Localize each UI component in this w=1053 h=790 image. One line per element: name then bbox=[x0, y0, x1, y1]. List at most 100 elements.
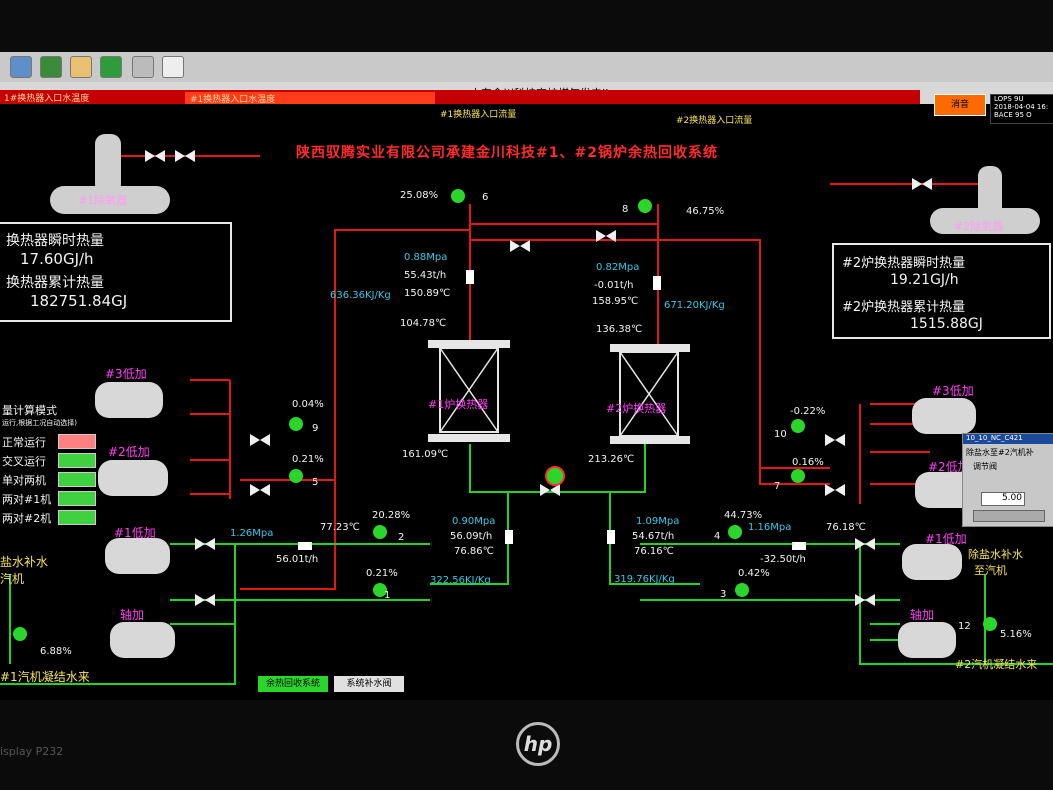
mode-lamp bbox=[58, 472, 96, 487]
settings-icon[interactable] bbox=[70, 56, 92, 78]
hx2-temp-bottom: 213.26℃ bbox=[588, 454, 635, 465]
valve5-id: 5 bbox=[312, 477, 319, 488]
left-condensate-label: #1汽机凝结水来 bbox=[0, 670, 90, 684]
right-in-flow: 54.67t/h bbox=[632, 531, 675, 542]
hx1-name: #1炉换热器 bbox=[428, 398, 489, 411]
valve9-pct: 0.04% bbox=[292, 399, 324, 410]
right-shaft-label: 轴加 bbox=[910, 608, 935, 622]
hx1-flow: 55.43t/h bbox=[404, 270, 447, 281]
valve12-pct: 5.16% bbox=[1000, 629, 1032, 640]
system-icon[interactable] bbox=[10, 56, 32, 78]
alarm-left-text: 1#换热器入口水温度 bbox=[4, 94, 90, 104]
right-temp: 76.18℃ bbox=[826, 522, 866, 533]
alarm-text: #1换热器入口水温度 bbox=[190, 95, 276, 105]
hx2-pressure: 0.82Mpa bbox=[596, 262, 640, 273]
left-heaters bbox=[95, 382, 977, 658]
status-line: 2018-04-04 16: bbox=[994, 103, 1049, 111]
left-heater3-label: #3低加 bbox=[105, 367, 147, 381]
active-alarm[interactable] bbox=[185, 92, 435, 104]
mode-label: 正常运行 bbox=[2, 436, 46, 449]
status-line: LOPS 9U bbox=[994, 95, 1024, 103]
mode-label: 两对#1机 bbox=[2, 493, 52, 506]
left-heat-panel bbox=[0, 222, 232, 322]
right-pressure: 1.16Mpa bbox=[748, 522, 792, 533]
hx1-enthalpy: 636.36KJ/Kg bbox=[330, 290, 391, 301]
right-instant-label: #2炉换热器瞬时热量 bbox=[842, 256, 966, 271]
nav-makeup-valve[interactable]: 系统补水阀 bbox=[334, 676, 404, 692]
hx1-pressure: 0.88Mpa bbox=[404, 252, 448, 263]
valve10-pct: -0.22% bbox=[790, 406, 826, 417]
print-icon[interactable] bbox=[132, 56, 154, 78]
left-pressure: 1.26Mpa bbox=[230, 528, 274, 539]
alarm-icon[interactable] bbox=[100, 56, 122, 78]
hx2-enthalpy: 671.20KJ/Kg bbox=[664, 300, 725, 311]
valve12-id: 12 bbox=[958, 621, 971, 632]
valve1-pct: 0.21% bbox=[366, 568, 398, 579]
hx1-temp-bottom: 161.09℃ bbox=[402, 449, 449, 460]
valve-control-popup[interactable]: 10_10_NC_C421 除盐水至#2汽机补 调节阀 5.00 bbox=[962, 433, 1053, 527]
valves[interactable] bbox=[145, 150, 932, 606]
monitor-model: isplay P232 bbox=[0, 745, 64, 758]
right-heat-panel bbox=[832, 243, 1051, 339]
right-condensate-label: #2汽机凝结水来 bbox=[955, 658, 1038, 671]
hx1-flow-label: #1换热器入口流量 bbox=[440, 110, 517, 120]
right-in-pressure: 1.09Mpa bbox=[636, 516, 680, 527]
valve3-pct: 0.42% bbox=[738, 568, 770, 579]
mode-lamp bbox=[58, 434, 96, 449]
left-out-temp: 76.86℃ bbox=[454, 546, 494, 557]
hx2-temp-top: 136.38℃ bbox=[596, 324, 643, 335]
right-total-label: #2炉换热器累计热量 bbox=[842, 300, 966, 315]
deaerator-tanks bbox=[50, 134, 1040, 234]
hx1-valve-open: 25.08% bbox=[400, 190, 439, 201]
heat-exchanger-2[interactable] bbox=[610, 344, 690, 444]
left-instant-value: 17.60GJ/h bbox=[20, 250, 94, 268]
valve5-pct: 0.21% bbox=[292, 454, 324, 465]
control-valves[interactable] bbox=[13, 189, 997, 641]
mute-button[interactable]: 消音 bbox=[934, 94, 986, 116]
mode-panel-note: 运行,根据工况自动选择) bbox=[2, 419, 77, 427]
left-shaft-label: 轴加 bbox=[120, 608, 145, 622]
status-line: BACE 95 O bbox=[994, 111, 1032, 119]
log-icon[interactable] bbox=[162, 56, 184, 78]
mode-lamp bbox=[58, 491, 96, 506]
right-makeup-label: 除盐水补水 bbox=[968, 548, 1023, 561]
flow-meters bbox=[298, 270, 806, 550]
status-box: LOPS 9U 2018-04-04 16: BACE 95 O bbox=[990, 94, 1053, 124]
mode-lamp bbox=[58, 510, 96, 525]
valve2-pct: 20.28% bbox=[372, 510, 411, 521]
monitor-icon[interactable] bbox=[40, 56, 62, 78]
left-makeup-valve-pct: 6.88% bbox=[40, 646, 72, 657]
valve4-pct: 44.73% bbox=[724, 510, 763, 521]
left-total-value: 182751.84GJ bbox=[30, 292, 128, 310]
right-total-value: 1515.88GJ bbox=[910, 316, 983, 332]
mode-label: 交叉运行 bbox=[2, 455, 46, 468]
hx2-flow: -0.01t/h bbox=[594, 280, 634, 291]
app-toolbar bbox=[0, 52, 1053, 82]
valve3-id: 3 bbox=[720, 589, 727, 600]
hx1-valve-id: 6 bbox=[482, 192, 489, 203]
nav-heat-recovery[interactable]: 余热回收系统 bbox=[258, 676, 328, 692]
valve7-id: 7 bbox=[774, 481, 781, 492]
mode-lamp bbox=[58, 453, 96, 468]
left-out-enthalpy: 322.56KJ/Kg bbox=[430, 575, 491, 586]
valve10-id: 10 bbox=[774, 429, 787, 440]
valve1-id: 1 bbox=[384, 590, 391, 601]
tank-left-label: #1除氧器 bbox=[78, 194, 128, 207]
page-title: 陕西驭腾实业有限公司承建金川科技#1、#2锅炉余热回收系统 bbox=[296, 145, 718, 161]
tank-right-label: #2除氧器 bbox=[954, 220, 1004, 233]
right-in-enthalpy: 319.76KJ/Kg bbox=[614, 574, 675, 585]
left-flow: 56.01t/h bbox=[276, 554, 319, 565]
mode-panel-title: 量计算模式 bbox=[2, 404, 57, 417]
hx2-flow-label: #2换热器入口流量 bbox=[676, 116, 753, 126]
right-flow: -32.50t/h bbox=[760, 554, 806, 565]
popup-setpoint[interactable]: 5.00 bbox=[981, 492, 1025, 506]
valve2-id: 2 bbox=[398, 532, 405, 543]
right-heater1-label: #1低加 bbox=[925, 532, 967, 546]
process-diagram bbox=[0, 134, 1053, 685]
right-in-temp: 76.16℃ bbox=[634, 546, 674, 557]
mode-label: 两对#2机 bbox=[2, 512, 52, 525]
popup-slider[interactable] bbox=[973, 510, 1045, 522]
hx1-temp-in: 150.89℃ bbox=[404, 288, 451, 299]
hx1-temp-top: 104.78℃ bbox=[400, 318, 447, 329]
heat-exchanger-1[interactable] bbox=[428, 340, 510, 442]
